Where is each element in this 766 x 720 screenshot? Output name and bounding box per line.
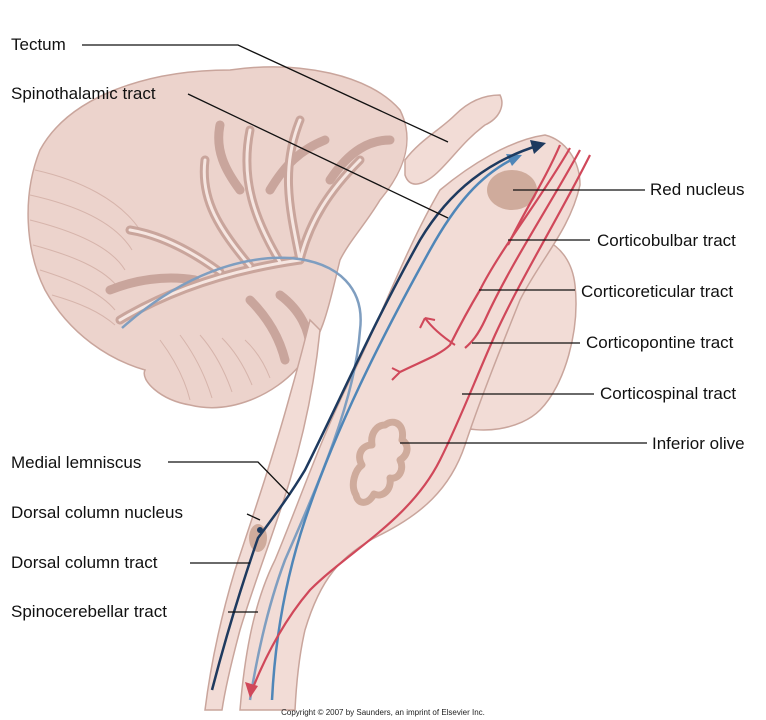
tectum [404,94,503,185]
copyright-notice: Copyright © 2007 by Saunders, an imprint… [281,708,485,717]
label-spinothalamic-tract: Spinothalamic tract [11,84,156,103]
label-corticoreticular-tract: Corticoreticular tract [581,282,734,301]
dorsal-column-synapse [257,527,263,533]
label-tectum: Tectum [11,35,66,54]
leader-dorsal-column-nucleus [246,513,261,521]
label-inferior-olive: Inferior olive [652,434,745,453]
cerebellar-folia [29,169,271,401]
corticospinal-line [250,154,591,691]
label-red-nucleus: Red nucleus [650,180,745,199]
leader-medial-lemniscus [168,461,291,496]
leader-lines [82,44,647,613]
label-dorsal-column-nucleus: Dorsal column nucleus [11,503,183,522]
medial-lemniscus-arrowhead [530,140,546,154]
label-corticospinal-tract: Corticospinal tract [600,384,737,403]
label-corticopontine-tract: Corticopontine tract [586,333,734,352]
label-medial-lemniscus: Medial lemniscus [11,453,142,472]
reticular-branches [391,317,456,381]
spinocerebellar-tract-line [121,256,362,701]
arbor-vitae-core [118,118,362,322]
corticoreticular-line [399,147,571,373]
inferior-olive [349,418,411,506]
cerebellum-body [27,66,408,409]
cerebellum [27,66,408,409]
spinothalamic-tract-line [270,156,516,701]
corticospinal-arrowhead [245,682,258,698]
medial-lemniscus-line [210,143,541,691]
leader-tectum [82,44,449,143]
label-dorsal-column-tract: Dorsal column tract [11,553,158,572]
label-corticobulbar-tract: Corticobulbar tract [597,231,736,250]
leader-spinothalamic [187,93,449,219]
label-spinocerebellar-tract: Spinocerebellar tract [11,602,167,621]
red-nucleus [487,170,537,210]
